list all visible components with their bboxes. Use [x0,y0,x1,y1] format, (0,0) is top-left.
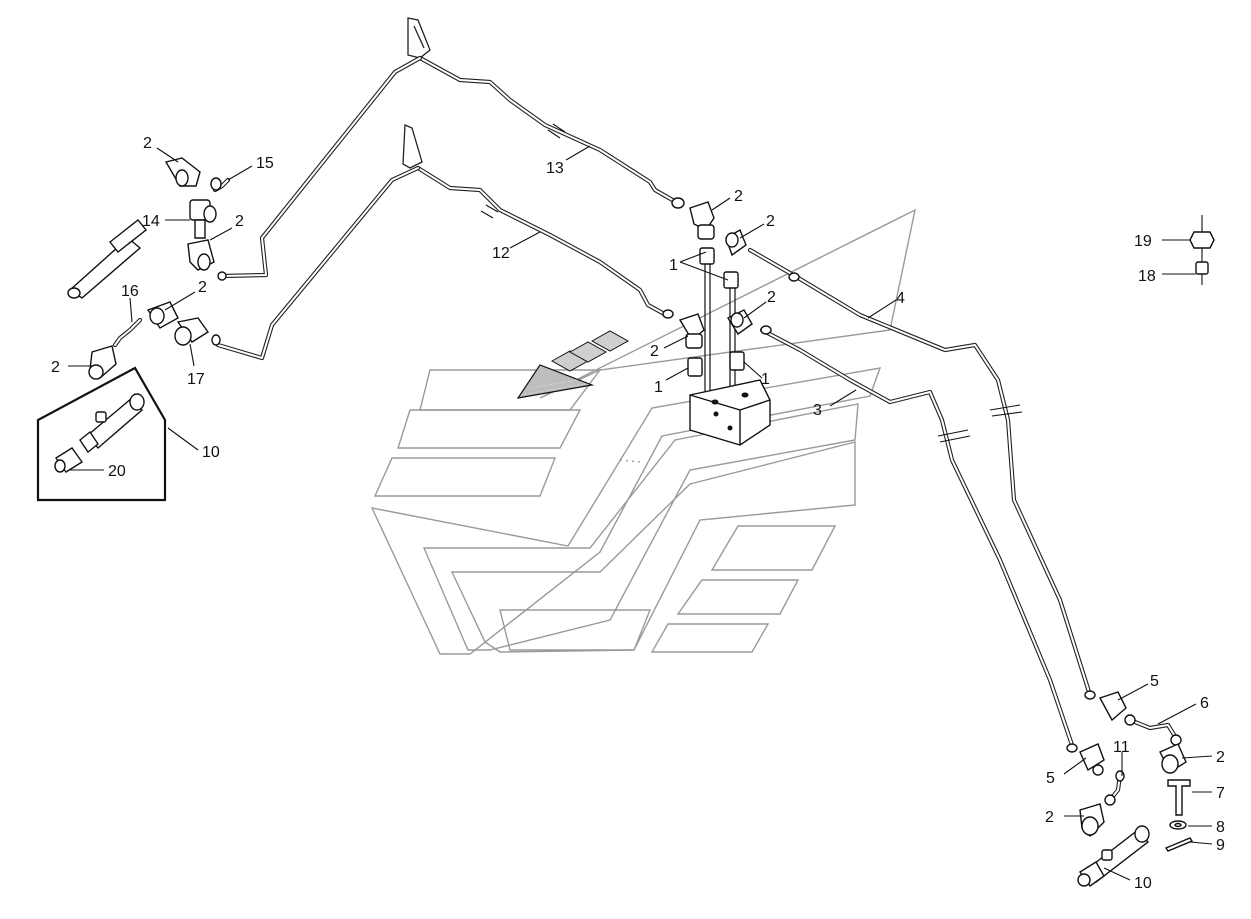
callout-16: 16 [121,283,139,300]
leader-lines [68,145,1213,881]
pipe-12 [215,124,671,361]
callout-labels: 2 15 14 2 16 2 2 17 10 20 13 12 2 2 1 2 … [51,135,1225,892]
valve-block [689,379,771,446]
valve-pipes [704,262,736,405]
callout-2: 2 [198,279,207,296]
callout-5: 5 [1046,770,1055,787]
pipe-6 [1127,717,1179,741]
pipe-4 [747,247,1093,698]
callout-18: 18 [1138,268,1156,285]
cylinder-right [1077,825,1150,887]
pipe-3 [759,327,1075,748]
cylinder-left-ghost [67,219,147,299]
callout-4: 4 [896,290,905,307]
callout-6: 6 [1200,695,1209,712]
callout-7: 7 [1216,785,1225,802]
cylinder-inset [36,366,167,502]
callout-1: 1 [761,371,770,388]
callout-17: 17 [187,371,205,388]
callout-2: 2 [143,135,152,152]
callout-3: 3 [813,402,822,419]
callout-1: 1 [669,257,678,274]
callout-2: 2 [650,343,659,360]
callout-2: 2 [1216,749,1225,766]
callout-2: 2 [767,289,776,306]
callout-14: 14 [142,213,160,230]
callout-8: 8 [1216,819,1225,836]
callout-2: 2 [51,359,60,376]
callout-20: 20 [108,463,126,480]
callout-5: 5 [1150,673,1159,690]
callout-2: 2 [766,213,775,230]
callout-9: 9 [1216,837,1225,854]
callout-11: 11 [1113,739,1130,756]
callout-1: 1 [654,379,663,396]
callout-19: 19 [1134,233,1152,250]
callout-2: 2 [734,188,743,205]
callout-10: 10 [202,444,220,461]
callout-2: 2 [1045,809,1054,826]
direction-arrow [516,364,595,399]
callout-10: 10 [1134,875,1152,892]
callout-15: 15 [256,155,274,172]
pipe-13 [219,17,679,279]
fittings [88,157,1215,852]
pipe-16 [112,317,143,348]
callout-12: 12 [492,245,510,262]
callout-2: 2 [235,213,244,230]
hatched-squares [550,330,630,372]
tractor-ghost-outline [370,208,916,655]
callout-13: 13 [546,160,564,177]
